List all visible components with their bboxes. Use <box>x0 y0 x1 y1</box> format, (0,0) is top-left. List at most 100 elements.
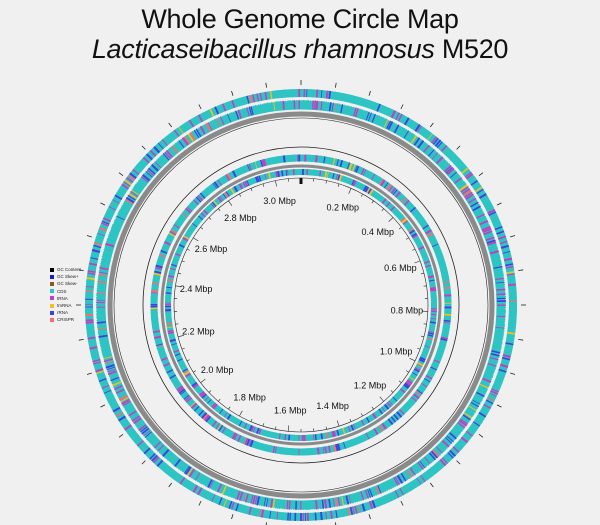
feature-mark <box>423 260 431 264</box>
feature-mark <box>439 341 447 345</box>
feature-mark <box>466 408 475 416</box>
feature-mark <box>456 423 464 431</box>
feature-mark <box>480 407 489 414</box>
feature-mark <box>182 392 189 399</box>
feature-mark <box>424 227 431 233</box>
feature-mark <box>230 501 235 510</box>
feature-mark <box>500 243 509 247</box>
feature-mark <box>166 284 173 287</box>
feature-mark <box>494 380 503 385</box>
feature-mark <box>482 228 492 233</box>
feature-mark <box>188 482 194 491</box>
feature-mark <box>273 101 276 111</box>
feature-mark <box>393 190 400 197</box>
feature-mark <box>195 386 201 392</box>
feature-mark <box>125 406 134 412</box>
outer-tick <box>518 269 524 271</box>
outer-tick <box>518 339 524 341</box>
feature-mark <box>474 209 483 215</box>
feature-mark <box>223 499 228 507</box>
feature-mark <box>251 440 256 448</box>
feature-mark <box>325 511 328 520</box>
feature-mark <box>97 232 105 237</box>
feature-mark <box>239 109 244 118</box>
feature-mark <box>268 445 272 453</box>
feature-mark <box>255 441 259 449</box>
feature-mark <box>123 200 133 207</box>
outer-tick <box>368 90 371 96</box>
feature-mark <box>443 455 451 462</box>
feature-mark <box>372 102 377 110</box>
feature-mark <box>264 173 267 180</box>
feature-mark <box>357 421 362 428</box>
feature-mark <box>390 110 397 119</box>
feature-mark <box>497 235 507 240</box>
feature-mark <box>366 502 371 510</box>
feature-mark <box>335 497 339 507</box>
feature-mark <box>249 94 253 104</box>
feature-mark <box>437 349 445 353</box>
feature-mark <box>437 444 446 453</box>
feature-mark <box>169 133 176 141</box>
feature-mark <box>485 234 494 239</box>
feature-mark <box>454 159 462 166</box>
feature-mark <box>276 156 280 164</box>
feature-mark <box>492 384 501 390</box>
feature-mark <box>426 147 434 156</box>
feature-mark <box>494 274 504 278</box>
feature-mark <box>152 282 160 285</box>
feature-mark <box>425 266 432 269</box>
feature-mark <box>118 394 128 401</box>
feature-mark <box>366 187 371 194</box>
feature-mark <box>281 512 284 521</box>
feature-mark <box>425 455 433 464</box>
feature-mark <box>124 424 132 431</box>
feature-mark <box>165 292 172 295</box>
feature-mark <box>503 350 512 353</box>
feature-mark <box>184 207 192 214</box>
feature-mark <box>288 100 292 110</box>
outer-tick <box>141 145 146 150</box>
feature-mark <box>459 184 468 192</box>
outer-tick <box>368 514 371 520</box>
feature-mark <box>476 213 485 219</box>
feature-mark <box>215 406 221 412</box>
feature-mark <box>372 429 377 436</box>
feature-mark <box>97 276 107 279</box>
feature-mark <box>429 287 437 290</box>
feature-mark <box>322 511 325 520</box>
feature-mark <box>208 400 214 406</box>
feature-mark <box>449 171 458 179</box>
outer-tick <box>456 460 461 465</box>
feature-mark <box>402 198 409 205</box>
feature-mark <box>311 154 315 163</box>
feature-mark <box>226 413 232 420</box>
feature-mark <box>388 204 394 211</box>
feature-mark <box>156 459 164 467</box>
feature-mark <box>245 506 249 515</box>
feature-mark <box>452 174 461 183</box>
feature-mark <box>397 126 404 136</box>
feature-mark <box>365 111 370 121</box>
feature-mark <box>500 361 509 366</box>
feature-mark <box>379 178 384 186</box>
feature-mark <box>357 504 361 513</box>
scale-tick <box>412 248 416 251</box>
feature-mark <box>432 245 440 250</box>
feature-mark <box>152 439 160 448</box>
feature-mark <box>373 114 379 124</box>
feature-mark <box>166 453 174 461</box>
feature-mark <box>169 230 177 236</box>
feature-mark <box>97 280 107 284</box>
feature-mark <box>429 284 436 288</box>
feature-mark <box>188 119 195 128</box>
feature-mark <box>191 200 198 207</box>
feature-mark <box>489 247 499 252</box>
feature-mark <box>197 389 203 395</box>
feature-mark <box>174 382 181 388</box>
feature-mark <box>420 355 427 359</box>
feature-mark <box>158 350 166 354</box>
feature-mark <box>435 352 443 357</box>
feature-mark <box>270 431 274 438</box>
feature-mark <box>354 107 359 117</box>
